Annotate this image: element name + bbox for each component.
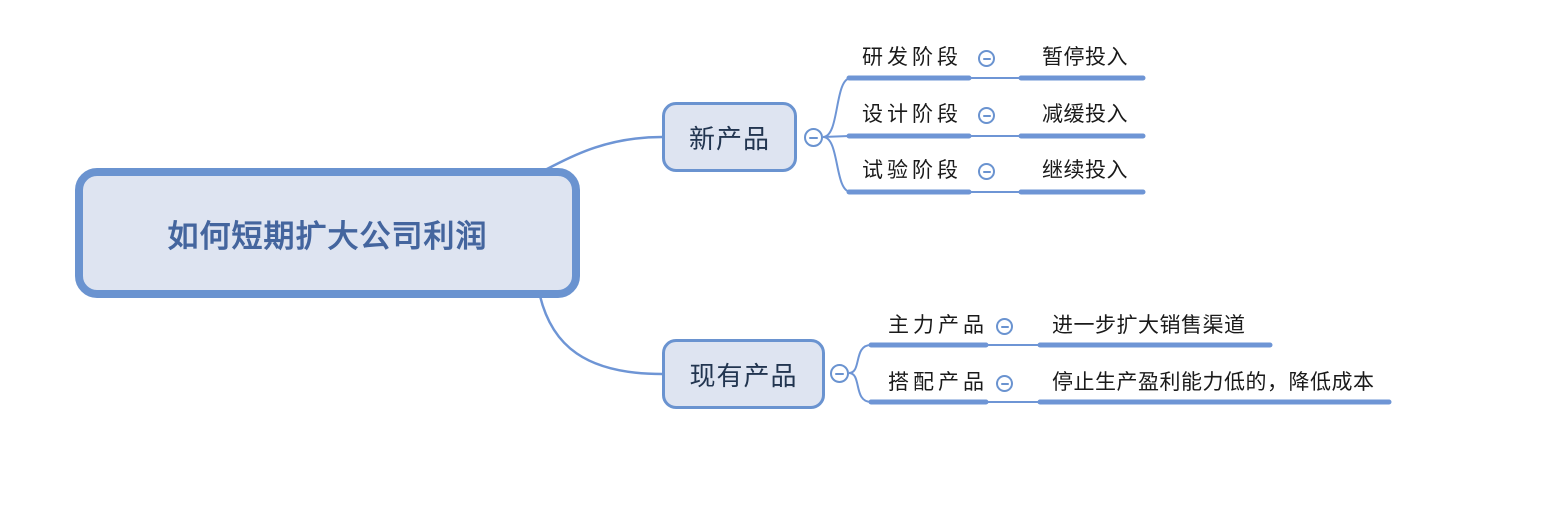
- collapse-minus-icon-bundle-product[interactable]: [996, 375, 1013, 392]
- collapse-minus-icon-design-stage[interactable]: [978, 107, 995, 124]
- branch-topic-new-product[interactable]: 新产品: [662, 102, 797, 172]
- topic-slow-investment[interactable]: 减缓投入: [1042, 103, 1128, 126]
- collapse-minus-icon-existing-product[interactable]: [830, 364, 849, 383]
- topic-test-stage[interactable]: 试验阶段: [862, 159, 962, 182]
- connector-new-to-rd-stage: [822, 77, 852, 138]
- minus-bar: [809, 136, 818, 139]
- minus-bar: [1000, 325, 1009, 328]
- minus-bar: [1000, 382, 1009, 385]
- topic-design-stage[interactable]: 设计阶段: [862, 103, 962, 126]
- branch-new-product-label: 新产品: [688, 123, 770, 154]
- connector-new-to-design-stage: [822, 135, 850, 138]
- topic-stop-low-profit[interactable]: 停止生产盈利能力低的，降低成本: [1052, 371, 1375, 394]
- collapse-minus-icon-new-product[interactable]: [804, 128, 823, 147]
- topic-pause-investment[interactable]: 暂停投入: [1042, 46, 1128, 69]
- branch-topic-existing-product[interactable]: 现有产品: [662, 339, 825, 409]
- minus-bar: [982, 170, 991, 173]
- root-topic[interactable]: 如何短期扩大公司利润: [75, 168, 580, 298]
- connector-existing-to-bundle-product: [848, 372, 872, 403]
- topic-rd-stage[interactable]: 研发阶段: [862, 46, 962, 69]
- topic-expand-channels[interactable]: 进一步扩大销售渠道: [1052, 314, 1246, 337]
- topic-bundle-product[interactable]: 搭配产品: [888, 371, 988, 394]
- connector-root-to-new-product: [544, 135, 663, 172]
- collapse-minus-icon-rd-stage[interactable]: [978, 50, 995, 67]
- branch-existing-product-label: 现有产品: [689, 360, 798, 391]
- topic-main-product[interactable]: 主力产品: [888, 314, 988, 337]
- minus-bar: [982, 57, 991, 60]
- minus-bar: [982, 114, 991, 117]
- topic-continue-investment[interactable]: 继续投入: [1042, 159, 1128, 182]
- connector-root-to-existing-product: [538, 295, 663, 376]
- connector-new-to-test-stage: [822, 136, 852, 193]
- minus-bar: [835, 372, 844, 375]
- collapse-minus-icon-main-product[interactable]: [996, 318, 1013, 335]
- connector-existing-to-main-product: [848, 344, 872, 374]
- root-topic-label: 如何短期扩大公司利润: [167, 218, 488, 254]
- collapse-minus-icon-test-stage[interactable]: [978, 163, 995, 180]
